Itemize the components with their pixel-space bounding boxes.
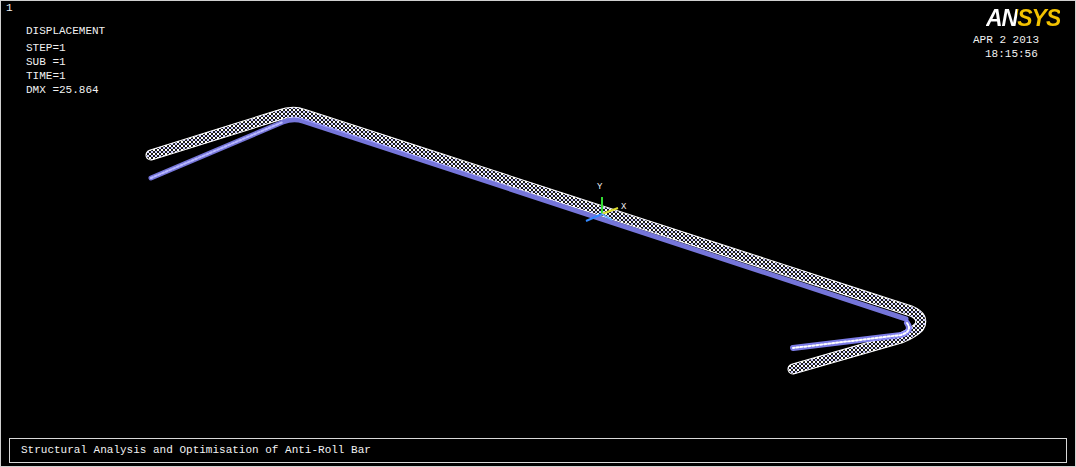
step-value: STEP=1 bbox=[26, 42, 66, 55]
max-displacement: DMX =25.864 bbox=[26, 84, 99, 97]
result-type: DISPLACEMENT bbox=[26, 25, 105, 38]
axis-label: Y bbox=[597, 182, 602, 193]
deformed-shape bbox=[151, 120, 909, 348]
window-number: 1 bbox=[6, 2, 13, 15]
date-stamp: APR 2 2013 bbox=[973, 34, 1039, 47]
ansys-logo: ANSYS bbox=[986, 5, 1060, 31]
undeformed-shape bbox=[151, 112, 921, 369]
time-value: TIME=1 bbox=[26, 70, 66, 83]
substep-value: SUB =1 bbox=[26, 56, 66, 69]
title-text: Structural Analysis and Optimisation of … bbox=[10, 444, 371, 457]
axis-triad bbox=[586, 197, 618, 221]
axis-label: X bbox=[621, 202, 626, 213]
time-stamp: 18:15:56 bbox=[985, 48, 1038, 61]
title-bar: Structural Analysis and Optimisation of … bbox=[9, 438, 1067, 463]
